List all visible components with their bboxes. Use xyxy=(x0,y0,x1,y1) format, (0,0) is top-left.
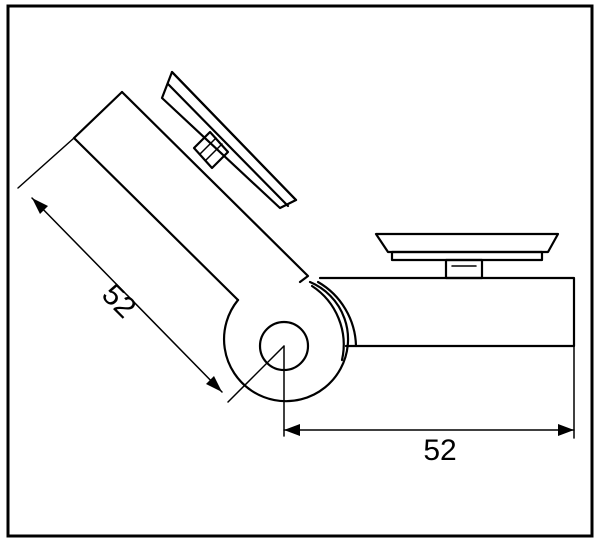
right-suction-cup xyxy=(374,232,560,280)
horizontal-dimension-label: 52 xyxy=(423,434,456,467)
drawing-frame xyxy=(6,4,594,538)
horizontal-dimension: 52 xyxy=(283,345,575,467)
upper-suction-cup xyxy=(160,70,298,210)
hinge-joint xyxy=(227,280,358,437)
